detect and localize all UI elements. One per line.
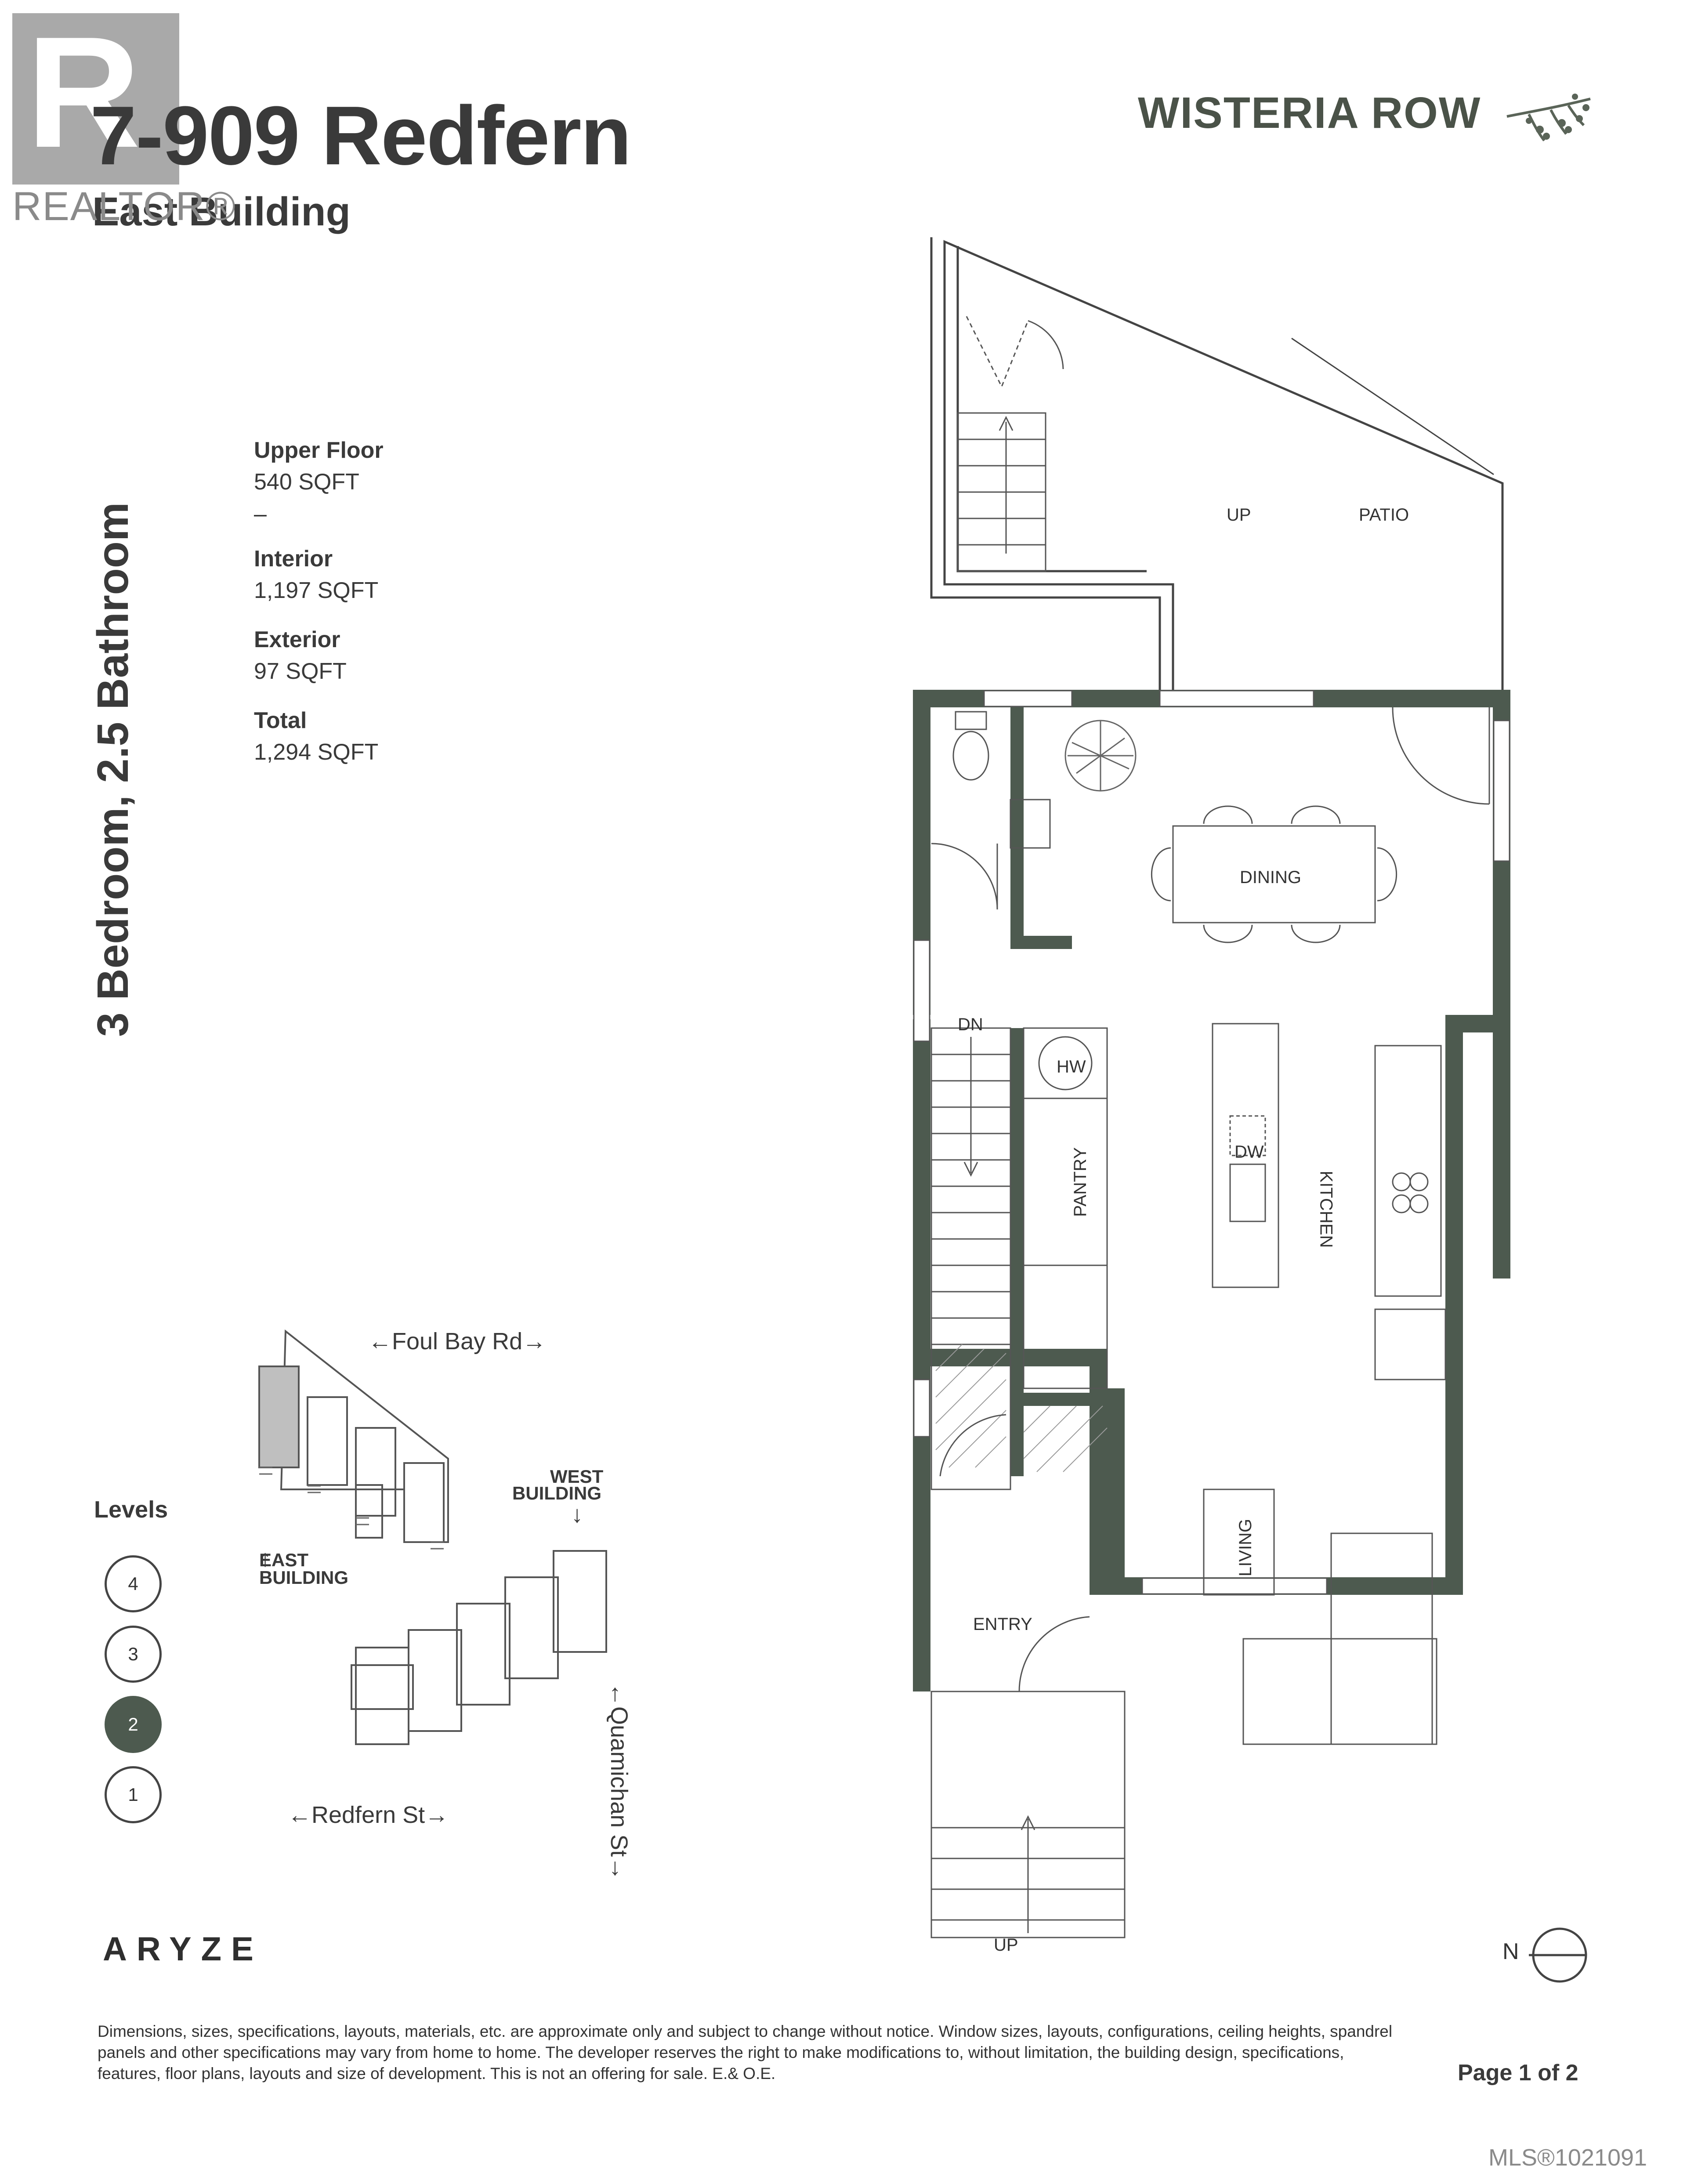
label-dw: DW	[1234, 1142, 1264, 1162]
developer-logo: ARYZE	[103, 1930, 263, 1968]
main-stair	[930, 1027, 1011, 1490]
east-building-line2: BUILDING	[259, 1567, 348, 1588]
floor-plan	[913, 237, 1510, 1938]
spec-divider: –	[254, 501, 267, 527]
bathroom	[931, 711, 1051, 910]
page-indicator: Page 1 of 2	[1458, 2060, 1578, 2086]
label-up-entry: UP	[994, 1935, 1018, 1955]
disclaimer: Dimensions, sizes, specifications, layou…	[98, 2022, 1393, 2083]
mls-number: MLS®1021091	[1488, 2144, 1647, 2171]
patio-door	[1392, 707, 1490, 805]
page-title: 7-909 Redfern	[90, 89, 632, 182]
level-1-button[interactable]: 1	[105, 1766, 162, 1823]
exterior-stair	[930, 1691, 1126, 1938]
spec-interior-value: 1,197 SQFT	[254, 578, 379, 603]
west-building-arrow: ↓	[571, 1501, 583, 1528]
label-pantry: PANTRY	[1070, 1147, 1090, 1217]
label-dining: DINING	[1240, 868, 1301, 887]
stair-hatch	[935, 1344, 1108, 1472]
spec-total-label: Total	[254, 708, 307, 733]
pantry	[1023, 1027, 1108, 1389]
spec-upper-floor-value: 540 SQFT	[254, 469, 359, 495]
kitchen-counter	[1374, 1045, 1446, 1380]
plant-icon	[1064, 720, 1137, 792]
level-3-button[interactable]: 3	[105, 1626, 162, 1683]
label-up-patio: UP	[1227, 505, 1251, 525]
unit-configuration: 3 Bedroom, 2.5 Bathroom	[88, 502, 138, 1037]
label-patio: PATIO	[1359, 505, 1409, 525]
building-subtitle: East Building	[92, 189, 351, 234]
west-building-line2: BUILDING	[512, 1483, 601, 1503]
brand-name: WISTERIA ROW	[1138, 88, 1481, 138]
spec-upper-floor-label: Upper Floor	[254, 438, 384, 463]
label-dn: DN	[958, 1015, 983, 1034]
windows	[913, 690, 1510, 1595]
realtor-mark: REALTOR®	[12, 184, 236, 229]
street-foul-bay: ←Foul Bay Rd→	[368, 1328, 547, 1355]
label-entry: ENTRY	[973, 1615, 1032, 1634]
level-2-button[interactable]: 2	[105, 1696, 162, 1753]
site-plan-map	[258, 1329, 607, 1745]
spec-exterior-value: 97 SQFT	[254, 659, 347, 684]
west-building-line1: WEST	[550, 1466, 604, 1487]
spec-total-value: 1,294 SQFT	[254, 739, 379, 765]
dining-table	[1151, 805, 1397, 943]
east-building-line1: EAST	[259, 1550, 309, 1570]
north-arrow-icon	[1529, 1927, 1587, 1983]
realtor-logo	[12, 13, 179, 185]
patio-stair	[957, 316, 1064, 572]
label-hw: HW	[1057, 1057, 1086, 1076]
label-kitchen: KITCHEN	[1316, 1170, 1336, 1248]
living-furniture	[1203, 1489, 1437, 1745]
levels-title: Levels	[94, 1496, 168, 1523]
spec-exterior-label: Exterior	[254, 627, 340, 652]
east-building-arrow: ↑	[259, 1545, 271, 1572]
wisteria-logo-icon	[1506, 94, 1591, 141]
kitchen-island	[1212, 1023, 1279, 1288]
street-redfern: ←Redfern St→	[288, 1802, 449, 1828]
level-4-button[interactable]: 4	[105, 1555, 162, 1612]
north-label: N	[1502, 1939, 1519, 1964]
realtor-logo-letter: R	[26, 4, 141, 181]
spec-interior-label: Interior	[254, 546, 333, 572]
label-living: LIVING	[1236, 1518, 1256, 1577]
